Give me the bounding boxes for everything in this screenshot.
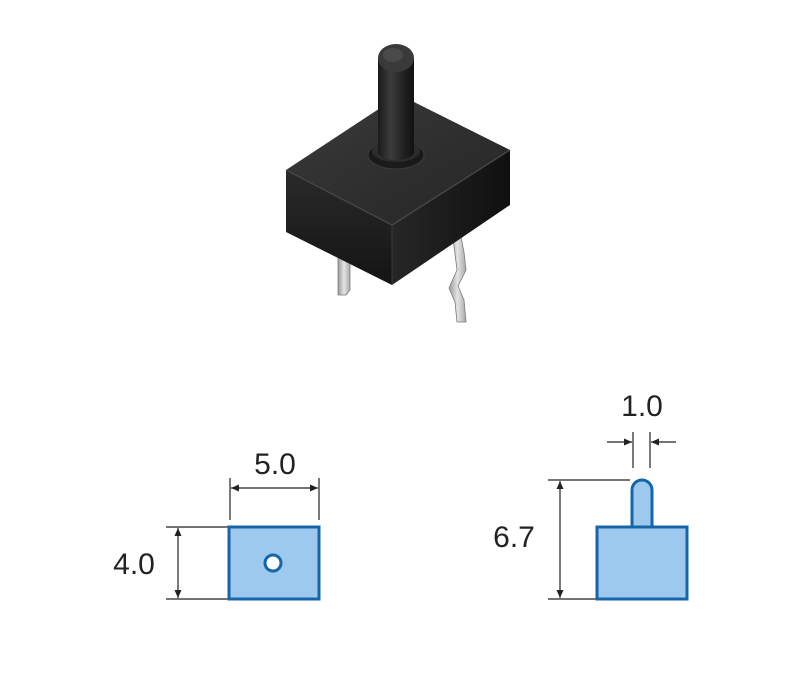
top-view-height-label: 4.0 <box>113 548 155 581</box>
switch-body-front <box>286 170 392 285</box>
top-view-width-label: 5.0 <box>254 448 296 481</box>
actuator-stem <box>378 58 414 160</box>
round-actuator-top-view <box>263 553 283 573</box>
top-view-diagram: 5.0 4.0 <box>113 448 321 601</box>
side-view-actuator-width-label: 1.0 <box>621 390 663 423</box>
side-view-height-label: 6.7 <box>493 521 535 554</box>
switch-body-side <box>392 150 510 285</box>
side-view-diagram: 1.0 6.7 <box>493 390 689 601</box>
right-pin <box>448 231 467 323</box>
side-view-actuator <box>630 478 654 527</box>
side-view-body <box>595 525 689 601</box>
tactile-switch-3d-render <box>285 44 511 323</box>
left-pin <box>337 257 351 296</box>
